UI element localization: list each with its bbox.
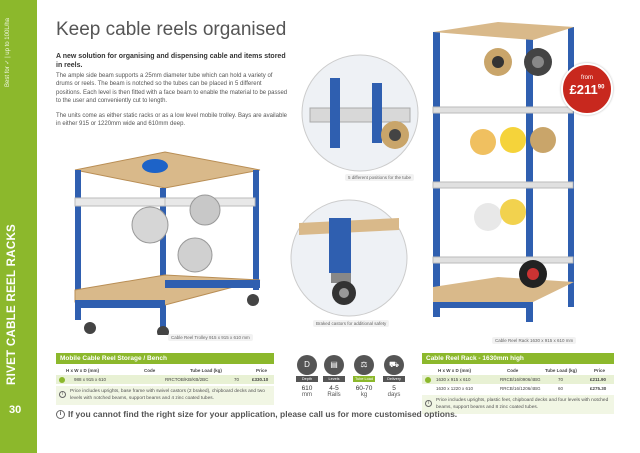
rack-table-row[interactable]: 1630 x 1220 x 610 RRCB/16/1206/4BG 60 £2… <box>436 386 607 391</box>
caption-tube-positions: 5 different positions for the tube <box>345 174 414 181</box>
spec-levels: ▤ Levels 4-5 Rails <box>323 355 345 398</box>
rack-col-code: Code <box>507 368 519 373</box>
weight-icon: ⚖ <box>354 355 374 375</box>
caption-trolley: Cable Reel Trolley 915 x 915 x 610 mm <box>168 334 253 341</box>
caption-braked-castor: Braked castors for additional safety <box>313 320 390 327</box>
page-number: 30 <box>9 404 22 416</box>
braked-castor-detail-image <box>290 199 408 317</box>
sidebar-note: Best for ✓ | up to 100L/ha <box>5 18 11 87</box>
spec-depth: D Depth 610 mm <box>296 355 318 398</box>
add-icon[interactable] <box>425 376 431 383</box>
info-icon: i <box>56 410 65 420</box>
mobile-col-price: Price <box>256 368 268 373</box>
sidebar: Best for ✓ | up to 100L/ha RIVET CABLE R… <box>0 0 37 453</box>
info-icon: i <box>425 400 432 407</box>
delivery-truck-icon: ⛟ <box>384 355 404 375</box>
mobile-table-title: Mobile Cable Reel Storage / Bench <box>56 353 274 364</box>
mobile-trolley-image <box>74 151 261 335</box>
rack-col-tube-load: Tube Load (kg) <box>545 368 577 373</box>
rack-table-row[interactable]: 1630 x 915 x 610 RRCB/16/0906/4BG 70 £21… <box>422 375 614 384</box>
subheading: A new solution for organising and dispen… <box>56 53 286 69</box>
mobile-col-dimensions: H x W x D (mm) <box>66 368 100 373</box>
tube-positions-detail-image <box>301 54 419 172</box>
spec-tube-load: ⚖ Tube Load 60-70 kg <box>353 355 375 398</box>
mobile-table-row[interactable]: 988 x 915 x 610 RRCTOB/KB/KB/2BC 70 £330… <box>56 375 274 384</box>
info-icon: i <box>59 391 66 398</box>
price-badge-amount: £21190 <box>569 82 605 97</box>
caption-rack: Cable Reel Rack 1630 x 915 x 610 mm <box>492 337 577 344</box>
spec-delivery: ⛟ Delivery 5 days <box>383 355 405 398</box>
price-badge: from £21190 <box>561 63 613 115</box>
rack-col-dimensions: H x W x D (mm) <box>438 368 472 373</box>
variants-paragraph: The units come as either static racks or… <box>56 113 287 128</box>
levels-icon: ▤ <box>324 355 344 375</box>
cable-reel-rack-image <box>432 22 574 322</box>
add-icon[interactable] <box>59 376 65 383</box>
price-badge-from: from <box>581 75 593 81</box>
page-title: Keep cable reels organised <box>56 19 287 40</box>
mobile-col-code: Code <box>144 368 156 373</box>
intro-paragraph: The ample side beam supports a 25mm diam… <box>56 73 288 104</box>
mobile-col-tube-load: Tube Load (kg) <box>190 368 222 373</box>
rack-table-title: Cable Reel Rack - 1630mm high <box>422 353 614 364</box>
depth-icon: D <box>297 355 317 375</box>
rack-col-price: Price <box>594 368 606 373</box>
